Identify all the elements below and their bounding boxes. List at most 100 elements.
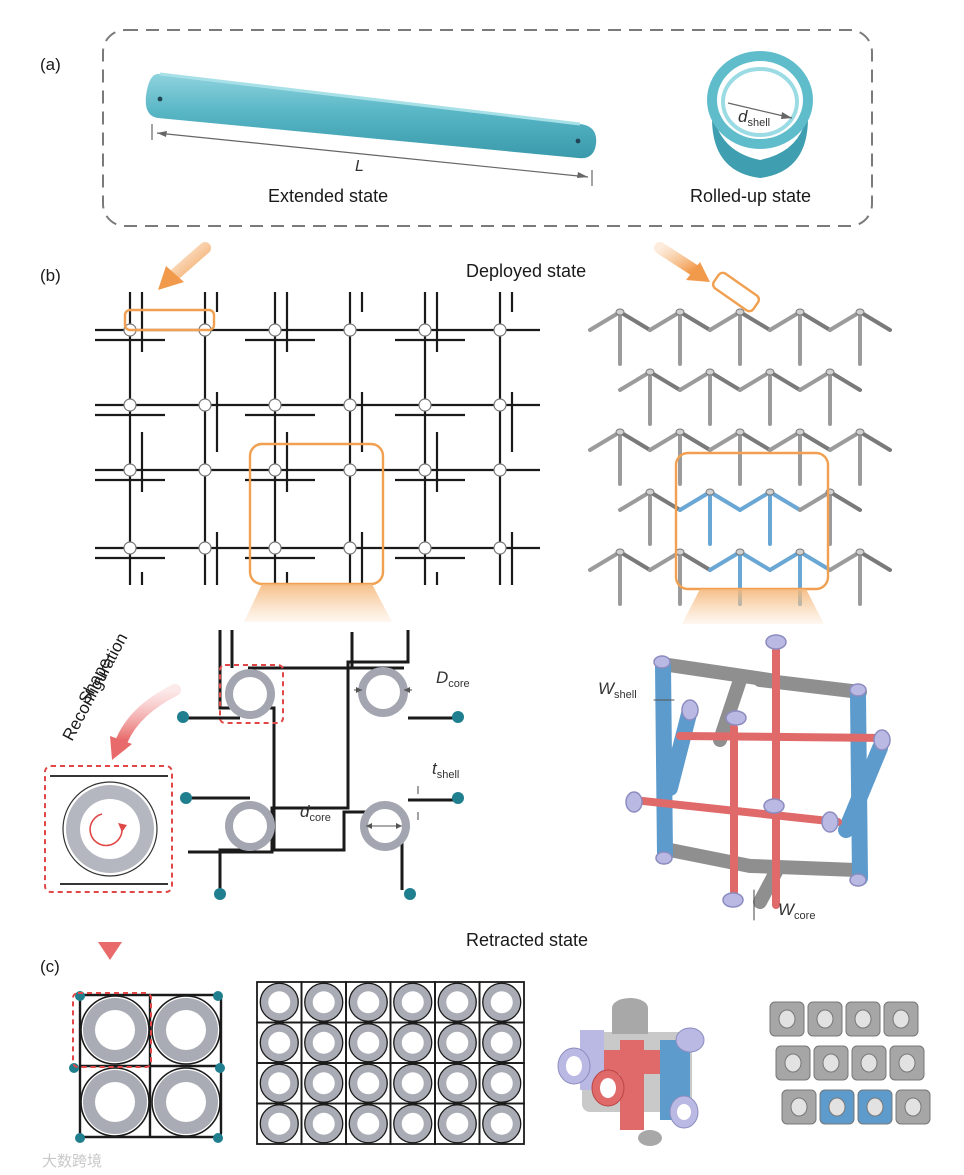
- truss-node: [645, 368, 655, 376]
- joint-ring: [198, 463, 212, 477]
- grid-core: [490, 1031, 513, 1054]
- truss-grey: [738, 430, 772, 452]
- grid-core: [268, 991, 291, 1014]
- array-hole: [904, 1097, 922, 1117]
- truss-grey: [828, 310, 862, 332]
- truss-grey: [678, 430, 712, 452]
- array-hole: [892, 1009, 910, 1029]
- truss-blue: [708, 490, 742, 512]
- dim-d-core: dcore: [300, 802, 331, 824]
- grid-core: [446, 1031, 469, 1054]
- grid-core: [401, 1112, 424, 1135]
- array-hole: [828, 1097, 846, 1117]
- truss-node: [855, 428, 865, 436]
- highlight-cell-3d: [674, 451, 830, 591]
- retracted-3d-array: [769, 1001, 931, 1125]
- truss-grey: [768, 370, 802, 392]
- truss-grey: [768, 310, 802, 332]
- grid-core: [268, 1031, 291, 1054]
- truss-grey: [618, 430, 652, 452]
- grid-core: [357, 991, 380, 1014]
- joint-ring: [343, 463, 357, 477]
- lattice-3d-deployed: [588, 308, 892, 606]
- grid-core: [357, 1112, 380, 1135]
- truss-grey: [798, 430, 832, 452]
- arrow-to-3d: [654, 242, 700, 276]
- dim-L: L: [355, 158, 364, 175]
- truss-node: [675, 308, 685, 316]
- joint-ring: [268, 541, 282, 555]
- joint-ring: [418, 323, 432, 337]
- down-arrow-head: [98, 942, 122, 960]
- grid-core: [401, 991, 424, 1014]
- grid-core: [268, 1072, 291, 1095]
- truss-grey: [858, 550, 892, 572]
- truss-grey: [678, 310, 712, 332]
- array-hole: [860, 1053, 878, 1073]
- joint-ring: [123, 541, 137, 555]
- truss-grey: [618, 310, 652, 332]
- zoom-fan-2d: [244, 584, 392, 622]
- truss-blue: [708, 550, 742, 572]
- joint-ring: [493, 541, 507, 555]
- dim-W-core: Wcore: [778, 900, 815, 922]
- grid-core: [312, 1031, 335, 1054]
- truss-grey: [738, 370, 772, 392]
- grid-core: [312, 991, 335, 1014]
- truss-node: [735, 308, 745, 316]
- joint-ring: [493, 463, 507, 477]
- joint-ring: [268, 398, 282, 412]
- retracted-2x2: [69, 991, 225, 1143]
- joint-ring: [268, 463, 282, 477]
- label-extended-state: Extended state: [268, 186, 388, 206]
- arrow-to-2d: [166, 242, 211, 283]
- joint-ring: [198, 398, 212, 412]
- truss-node: [675, 428, 685, 436]
- zoomed-2d-cell: [177, 630, 464, 900]
- truss-grey: [798, 370, 832, 392]
- grid-core: [312, 1072, 335, 1095]
- arrow-head-3d: [686, 262, 710, 282]
- panel-label-a: (a): [40, 55, 61, 74]
- array-hole: [822, 1053, 840, 1073]
- truss-node: [735, 548, 745, 556]
- array-hole: [790, 1097, 808, 1117]
- rolled-joint: [44, 765, 173, 893]
- dim-D-core: Dcore: [436, 668, 470, 690]
- truss-node: [615, 548, 625, 556]
- truss-grey: [588, 430, 622, 452]
- joint-ring: [123, 463, 137, 477]
- grid-core: [490, 1112, 513, 1135]
- truss-grey: [768, 430, 802, 452]
- zoom-3d-caps: [625, 634, 891, 908]
- zoom-fan-3d: [682, 589, 824, 624]
- zoomed-3d-cell: [625, 634, 891, 921]
- joint-ring: [418, 541, 432, 555]
- panel-label-b: (b): [40, 266, 61, 285]
- joint-ring: [198, 541, 212, 555]
- rolled-up-shell: [707, 51, 813, 178]
- truss-node: [765, 488, 775, 496]
- truss-grey: [618, 550, 652, 572]
- truss-grey: [858, 430, 892, 452]
- array-hole: [784, 1053, 802, 1073]
- truss-grey: [828, 430, 862, 452]
- truss-grey: [738, 310, 772, 332]
- truss-node: [735, 428, 745, 436]
- truss-grey: [798, 310, 832, 332]
- truss-node: [615, 308, 625, 316]
- joint-ring: [493, 323, 507, 337]
- reconfig-arrow-head: [110, 736, 132, 760]
- reconfig-label-2: Reconfiguration: [59, 630, 132, 744]
- array-hole: [866, 1097, 884, 1117]
- truss-node: [855, 308, 865, 316]
- joint-ring: [343, 541, 357, 555]
- truss-grey: [708, 430, 742, 452]
- label-rolled-state: Rolled-up state: [690, 186, 811, 206]
- truss-grey: [648, 370, 682, 392]
- grid-core: [401, 1072, 424, 1095]
- joint-ring: [343, 398, 357, 412]
- joint-ring: [418, 398, 432, 412]
- grid-core: [446, 991, 469, 1014]
- truss-grey: [708, 310, 742, 332]
